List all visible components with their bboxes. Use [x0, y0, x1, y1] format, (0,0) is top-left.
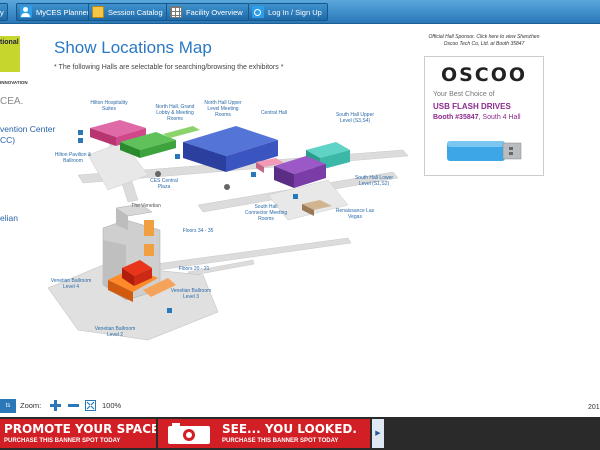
map-label-ces-plaza[interactable]: CES Central Plaza	[150, 178, 178, 190]
hall-renaissance[interactable]	[302, 200, 332, 216]
nav-item-partial[interactable]: y	[0, 3, 8, 21]
sidebar-link-lvcc[interactable]: CC)	[0, 135, 16, 145]
page-subtitle: * The following Halls are selectable for…	[54, 64, 284, 71]
page-title: Show Locations Map	[54, 38, 212, 57]
grid-icon	[170, 6, 182, 18]
zoom-value: 100%	[102, 401, 122, 410]
top-navigation-bar: y MyCES Planner Session Catalog Facility…	[0, 0, 600, 24]
map-label-venetian-l4[interactable]: Venetian Ballroom Level 4	[50, 278, 92, 290]
nav-item-facility-overview[interactable]: Facility Overview	[166, 3, 249, 21]
fit-to-screen-icon[interactable]	[85, 400, 96, 411]
sponsor-ad[interactable]: OSCOO Your Best Choice of USB FLASH DRIV…	[424, 56, 544, 176]
map-label-south-upper[interactable]: South Hall Upper Level (S3,S4)	[335, 112, 375, 124]
map-label-venetian[interactable]: The Venetian	[131, 203, 161, 209]
people-icon	[20, 6, 32, 18]
banner1-headline: PROMOTE YOUR SPACE.	[4, 422, 156, 436]
oscoo-logo: OSCOO	[440, 64, 528, 86]
banner-bar: PROMOTE YOUR SPACE. PURCHASE THIS BANNER…	[0, 417, 600, 450]
map-markers	[78, 130, 298, 313]
sidebar-link-venetian[interactable]: elian	[0, 213, 18, 223]
zoom-label: Zoom:	[20, 401, 42, 410]
map-label-south-connector[interactable]: South Hall Connector Meeting Rooms	[244, 204, 288, 222]
see-you-looked-banner[interactable]: SEE... YOU LOOKED. PURCHASE THIS BANNER …	[158, 419, 370, 448]
ad-booth: Booth #35847, South 4 Hall	[433, 114, 521, 121]
folder-icon	[92, 6, 104, 18]
sponsor-heading[interactable]: Official Hall Sponsor. Click here to vie…	[428, 34, 540, 47]
nav-item-myces-planner[interactable]: MyCES Planner	[16, 3, 96, 21]
nav-item-label: MyCES Planner	[36, 7, 90, 17]
zoom-in-icon[interactable]	[50, 400, 61, 411]
left-sidebar-partial: tional INNOVATION CEA. vention Center CC…	[0, 30, 55, 370]
zoom-out-icon[interactable]	[68, 400, 79, 411]
ces-logo-fragment: tional	[0, 36, 20, 72]
hall-south-lower[interactable]	[274, 156, 326, 188]
banner2-subline: PURCHASE THIS BANNER SPOT TODAY	[222, 438, 339, 444]
cea-text: CEA.	[0, 96, 24, 107]
ad-tagline: Your Best Choice of	[433, 91, 495, 98]
hall-north-upper[interactable]	[163, 126, 200, 138]
nav-item-session-catalog[interactable]: Session Catalog	[88, 3, 169, 21]
map-label-north-hall[interactable]: North Hall, Grand Lobby & Meeting Rooms	[155, 104, 195, 122]
promote-space-banner[interactable]: PROMOTE YOUR SPACE. PURCHASE THIS BANNER…	[0, 419, 156, 448]
nav-item-label: Facility Overview	[186, 7, 243, 17]
banner2-headline-a: SEE... YOU	[222, 422, 294, 436]
nav-item-login-signup[interactable]: Log In / Sign Up	[248, 3, 328, 21]
nav-item-label: Session Catalog	[108, 7, 163, 17]
logo-text: tional	[0, 39, 19, 46]
camera-icon	[168, 423, 210, 444]
sidebar-link-convention-center[interactable]: vention Center	[0, 124, 56, 134]
map-label-venetian-l3[interactable]: Venetian Ballroom Level 3	[170, 288, 212, 300]
map-label-north-upper[interactable]: North Hall Upper Level Meeting Rooms	[204, 100, 242, 118]
map-label-hilton-suites[interactable]: Hilton Hospitality Suites	[90, 100, 128, 112]
ad-booth-number: Booth #35847	[433, 114, 479, 121]
banner2-headline: SEE... YOU LOOKED.	[222, 422, 357, 436]
hall-north[interactable]	[120, 132, 176, 158]
zoom-toolbar: ts Zoom: 100%	[0, 397, 600, 415]
map-label-renaissance[interactable]: Renaissance Las Vegas	[335, 208, 375, 220]
nav-item-label: Log In / Sign Up	[268, 7, 322, 17]
hall-south-connector[interactable]	[256, 158, 284, 173]
nav-item-label: y	[0, 7, 4, 17]
map-label-floors-20-21[interactable]: Floors 20 - 21	[178, 266, 210, 272]
map-label-central-hall[interactable]: Central Hall	[260, 110, 288, 116]
ad-product: USB FLASH DRIVES	[433, 102, 511, 111]
banner1-subline: PURCHASE THIS BANNER SPOT TODAY	[4, 438, 121, 444]
copyright-year-fragment: 201	[588, 404, 600, 411]
map-label-venetian-l2[interactable]: Venetian Ballroom Level 2	[94, 326, 136, 338]
key-icon	[252, 6, 264, 18]
map-graphic	[47, 120, 409, 341]
banner2-headline-b: LOOKED.	[297, 422, 357, 436]
map-label-south-lower[interactable]: South Hall Lower Level (S1,S2)	[354, 175, 394, 187]
innovation-text: INNOVATION	[0, 80, 28, 85]
hall-central[interactable]	[183, 126, 278, 172]
ad-booth-hall: , South 4 Hall	[478, 114, 521, 121]
map-label-hilton-pavilion[interactable]: Hilton Pavilion & Ballroom	[54, 152, 92, 164]
exhibitors-button-partial[interactable]: ts	[0, 399, 16, 413]
show-locations-map: Hilton Hospitality Suites North Hall, Gr…	[47, 80, 418, 380]
map-label-floors-34-35[interactable]: Floors 34 - 35	[182, 228, 214, 234]
usb-drive-image	[447, 141, 522, 161]
banner-next-arrow[interactable]: ▶	[372, 419, 384, 448]
venetian-complex[interactable]	[47, 203, 219, 341]
